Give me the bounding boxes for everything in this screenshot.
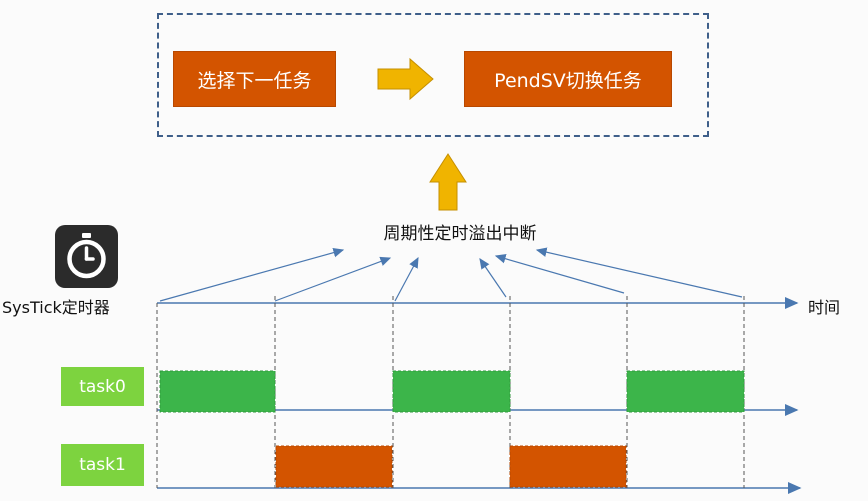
select-next-task-box: 选择下一任务 [173, 51, 336, 107]
systick-label: SysTick定时器 [2, 298, 110, 317]
task0-run-block [392, 370, 511, 413]
task0-label: task0 [61, 367, 144, 406]
task1-run-block [509, 445, 627, 488]
pendsv-switch-label: PendSV切换任务 [494, 69, 642, 92]
interrupt-label: 周期性定时溢出中断 [383, 224, 537, 244]
task0-run-block [626, 370, 745, 413]
interrupt-arrow [274, 256, 392, 302]
task0-blocks [159, 370, 745, 413]
interrupt-arrow [159, 247, 345, 302]
task1-run-block [275, 445, 393, 488]
tick-dividers [156, 296, 745, 488]
pendsv-switch-box: PendSV切换任务 [464, 51, 672, 107]
select-next-task-label: 选择下一任务 [197, 69, 312, 92]
right-arrow-icon [377, 57, 434, 101]
interrupt-arrow [394, 256, 419, 302]
scheduler-box [157, 13, 709, 137]
task1-blocks [275, 445, 627, 488]
interrupt-arrow [479, 258, 507, 298]
interrupt-arrow [494, 254, 625, 294]
task1-label: task1 [61, 444, 144, 486]
interrupt-arrows [159, 247, 743, 302]
time-axis-label: 时间 [808, 298, 841, 317]
task0-run-block [159, 370, 276, 413]
task0-label-text: task0 [79, 376, 126, 397]
timer-icon [55, 225, 118, 288]
interrupt-arrow [535, 247, 743, 298]
up-arrow-icon [429, 153, 467, 211]
task1-label-text: task1 [79, 455, 126, 475]
